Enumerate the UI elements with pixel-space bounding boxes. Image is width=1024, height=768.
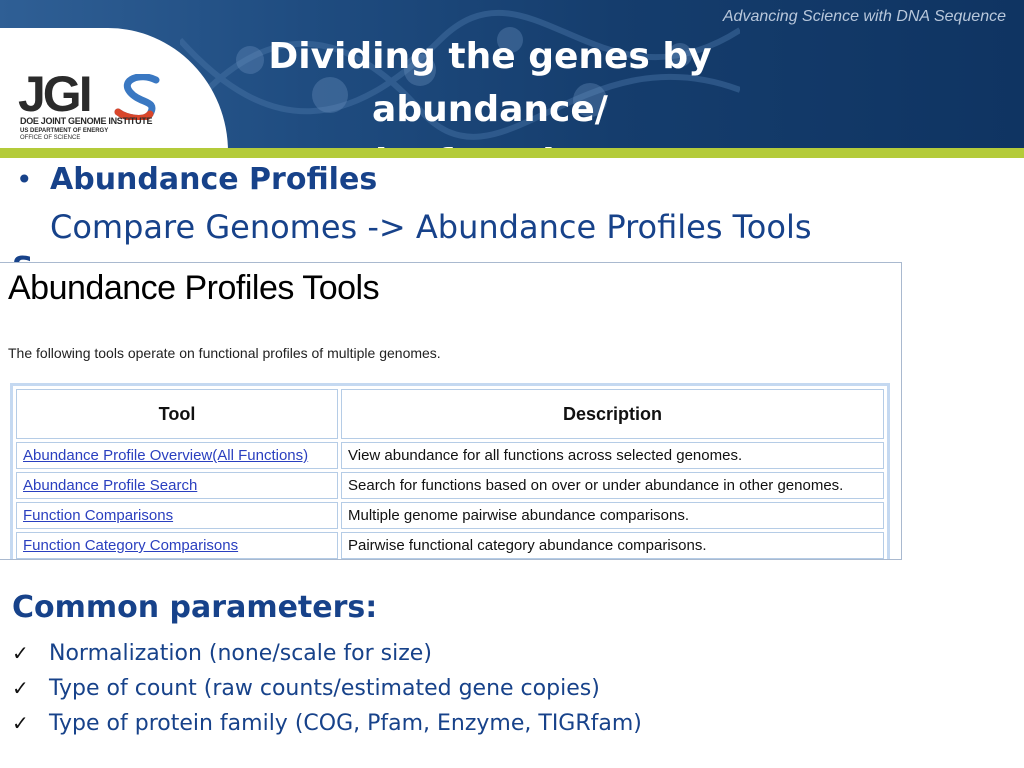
description-cell: Search for functions based on over or un…	[341, 472, 884, 499]
list-item: ✓ Normalization (none/scale for size)	[12, 636, 642, 671]
jgi-logo: JGI DOE JOINT GENOME INSTITUTE US DEPART…	[18, 68, 168, 148]
logo-office: OFFICE OF SCIENCE	[20, 135, 81, 141]
description-cell: View abundance for all functions across …	[341, 442, 884, 469]
logo-wordmark: JGI	[18, 66, 93, 122]
tool-link-category-comparisons[interactable]: Function Category Comparisons	[23, 537, 239, 554]
tool-link-overview[interactable]: Abundance Profile Overview(All Functions…	[23, 447, 309, 464]
description-cell: Multiple genome pairwise abundance compa…	[341, 502, 884, 529]
tool-link-function-comparisons[interactable]: Function Comparisons	[23, 507, 174, 524]
bullet-heading: Abundance Profiles	[50, 162, 378, 197]
tool-cell: Function Category Comparisons	[16, 532, 338, 559]
column-header-description: Description	[341, 389, 884, 439]
tools-intro-text: The following tools operate on functiona…	[8, 345, 441, 361]
slide-title-line-2: by function	[230, 136, 750, 148]
table-header-row: Tool Description	[16, 389, 884, 439]
navigation-path: Compare Genomes -> Abundance Profiles To…	[50, 208, 812, 246]
header-divider	[0, 148, 1024, 158]
tool-cell: Function Comparisons	[16, 502, 338, 529]
list-item: ✓ Type of protein family (COG, Pfam, Enzy…	[12, 706, 642, 741]
slide-title-line-1: Dividing the genes by abundance/	[268, 36, 712, 130]
tagline: Advancing Science with DNA Sequence	[722, 8, 1006, 25]
tools-table: Tool Description Abundance Profile Overv…	[10, 383, 890, 559]
bullet-icon: •	[16, 163, 33, 196]
tools-page-title: Abundance Profiles Tools	[8, 269, 380, 307]
slide-title: Dividing the genes by abundance/ by func…	[230, 30, 750, 148]
logo-institute-name: DOE JOINT GENOME INSTITUTE	[20, 116, 153, 126]
parameter-list: ✓ Normalization (none/scale for size) ✓ Ty…	[12, 636, 642, 741]
table-row: Abundance Profile Search Search for func…	[16, 472, 884, 499]
checkmark-icon: ✓	[12, 641, 29, 665]
logo-department: US DEPARTMENT OF ENERGY	[20, 128, 109, 134]
tools-screenshot: Abundance Profiles Tools The following t…	[0, 262, 902, 560]
list-item: ✓ Type of count (raw counts/estimated gen…	[12, 671, 642, 706]
table-row: Function Comparisons Multiple genome pai…	[16, 502, 884, 529]
checkmark-icon: ✓	[12, 676, 29, 700]
common-parameters-heading: Common parameters:	[12, 590, 378, 625]
tool-cell: Abundance Profile Search	[16, 472, 338, 499]
list-item-text: Normalization (none/scale for size)	[49, 641, 432, 666]
column-header-tool: Tool	[16, 389, 338, 439]
list-item-text: Type of count (raw counts/estimated gene…	[49, 676, 600, 701]
list-item-text: Type of protein family (COG, Pfam, Enzym…	[49, 711, 642, 736]
jgi-swoosh-icon	[114, 74, 160, 120]
table-row: Function Category Comparisons Pairwise f…	[16, 532, 884, 559]
description-cell: Pairwise functional category abundance c…	[341, 532, 884, 559]
tool-link-search[interactable]: Abundance Profile Search	[23, 477, 198, 494]
dna-background-graphic	[180, 9, 740, 140]
clipped-text-fragment: S	[12, 254, 32, 262]
checkmark-icon: ✓	[12, 711, 29, 735]
tool-cell: Abundance Profile Overview(All Functions…	[16, 442, 338, 469]
table-row: Abundance Profile Overview(All Functions…	[16, 442, 884, 469]
